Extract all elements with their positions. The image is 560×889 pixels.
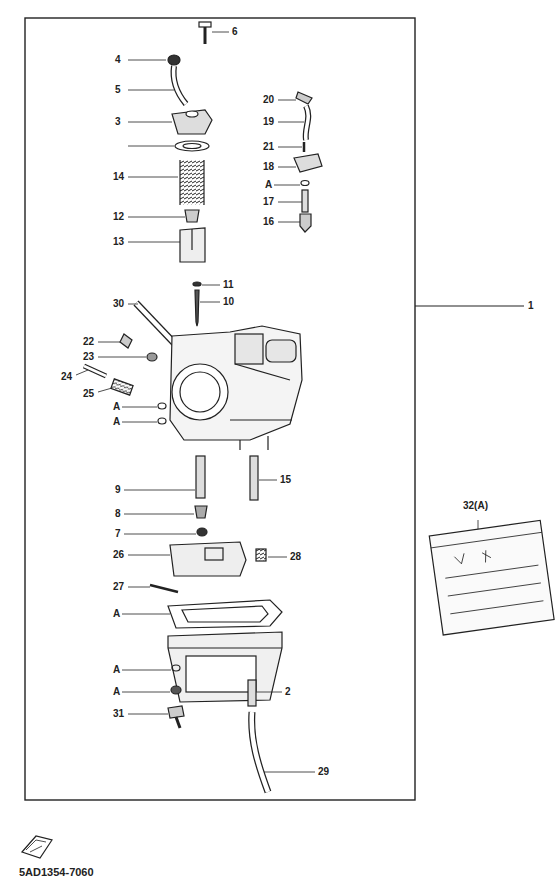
callout-number: 28 (289, 551, 302, 563)
callout-number: 11 (222, 279, 235, 291)
callout-number: 26 (112, 549, 125, 561)
callout-number: A (264, 179, 273, 191)
callout-number: 6 (231, 26, 239, 38)
callout-number: 18 (262, 161, 275, 173)
callout-number: 24 (60, 371, 73, 383)
callout-number: 14 (112, 171, 125, 183)
callout-number: 10 (222, 296, 235, 308)
callout-number: 23 (82, 351, 95, 363)
callout-number: 19 (262, 116, 275, 128)
callout-number: 4 (114, 54, 122, 66)
callout-number: 29 (317, 766, 330, 778)
callout-number: 13 (112, 236, 125, 248)
callout-number: 1 (527, 300, 535, 312)
callout-number: 15 (279, 474, 292, 486)
callout-number: 20 (262, 94, 275, 106)
callout-number: 8 (114, 508, 122, 520)
callout-number: A (112, 686, 121, 698)
callout-number: 5 (114, 84, 122, 96)
callout-number: A (112, 401, 121, 413)
callout-number: A (112, 416, 121, 428)
callout-number: 12 (112, 211, 125, 223)
callout-number: 2 (284, 686, 292, 698)
callout-number: 32(A) (462, 500, 489, 512)
callout-number: 31 (112, 708, 125, 720)
part-code: 5AD1354-7060 (18, 866, 95, 878)
callout-number: 9 (114, 484, 122, 496)
callout-number: 7 (114, 528, 122, 540)
callout-number: 27 (112, 581, 125, 593)
callout-number: 3 (114, 116, 122, 128)
callout-number: A (112, 608, 121, 620)
callout-number: 30 (112, 298, 125, 310)
callout-number: 17 (262, 196, 275, 208)
callout-number: 22 (82, 336, 95, 348)
callout-number: A (112, 664, 121, 676)
callout-number: 16 (262, 216, 275, 228)
callout-number: 25 (82, 388, 95, 400)
callout-number: 21 (262, 141, 275, 153)
